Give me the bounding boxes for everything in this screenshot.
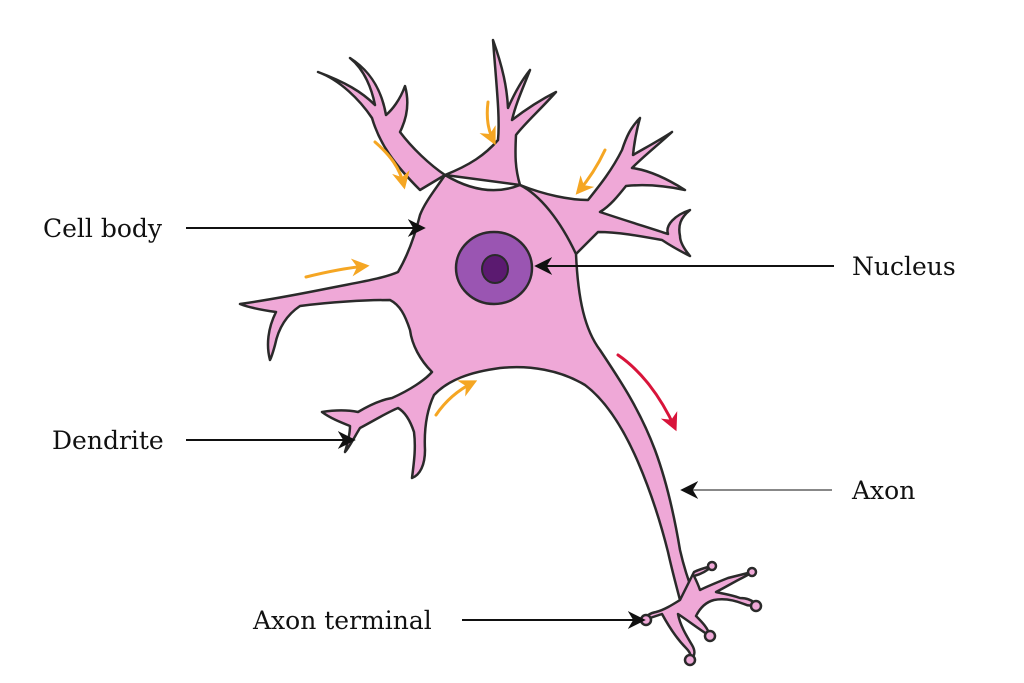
dendrite-top-left <box>316 56 447 192</box>
terminal-bulb <box>703 629 717 643</box>
axon-terminal <box>642 564 758 662</box>
neuron <box>238 38 763 667</box>
nucleolus <box>481 254 509 284</box>
dendrite-label: Dendrite <box>52 426 164 455</box>
signal-arrow <box>373 140 410 190</box>
signal-arrow <box>304 258 370 279</box>
terminal-bulb <box>683 653 697 667</box>
terminal-bulb <box>749 599 763 613</box>
signal-arrow <box>575 148 607 195</box>
dendrite-top-right <box>518 116 692 258</box>
signal-in-arrows <box>304 100 607 417</box>
dendrite-top <box>443 38 558 187</box>
signal-arrow <box>434 380 478 417</box>
signal-out-arrow <box>616 353 678 432</box>
terminal-bulb <box>746 566 758 578</box>
signal-arrow <box>479 100 496 146</box>
leader-lines <box>186 219 834 629</box>
axon-label: Axon <box>851 476 915 505</box>
cell-body-label: Cell body <box>43 214 163 243</box>
nucleus-label: Nucleus <box>852 252 956 281</box>
axon-terminal-label: Axon terminal <box>252 606 432 635</box>
terminal-bulb <box>706 560 718 572</box>
